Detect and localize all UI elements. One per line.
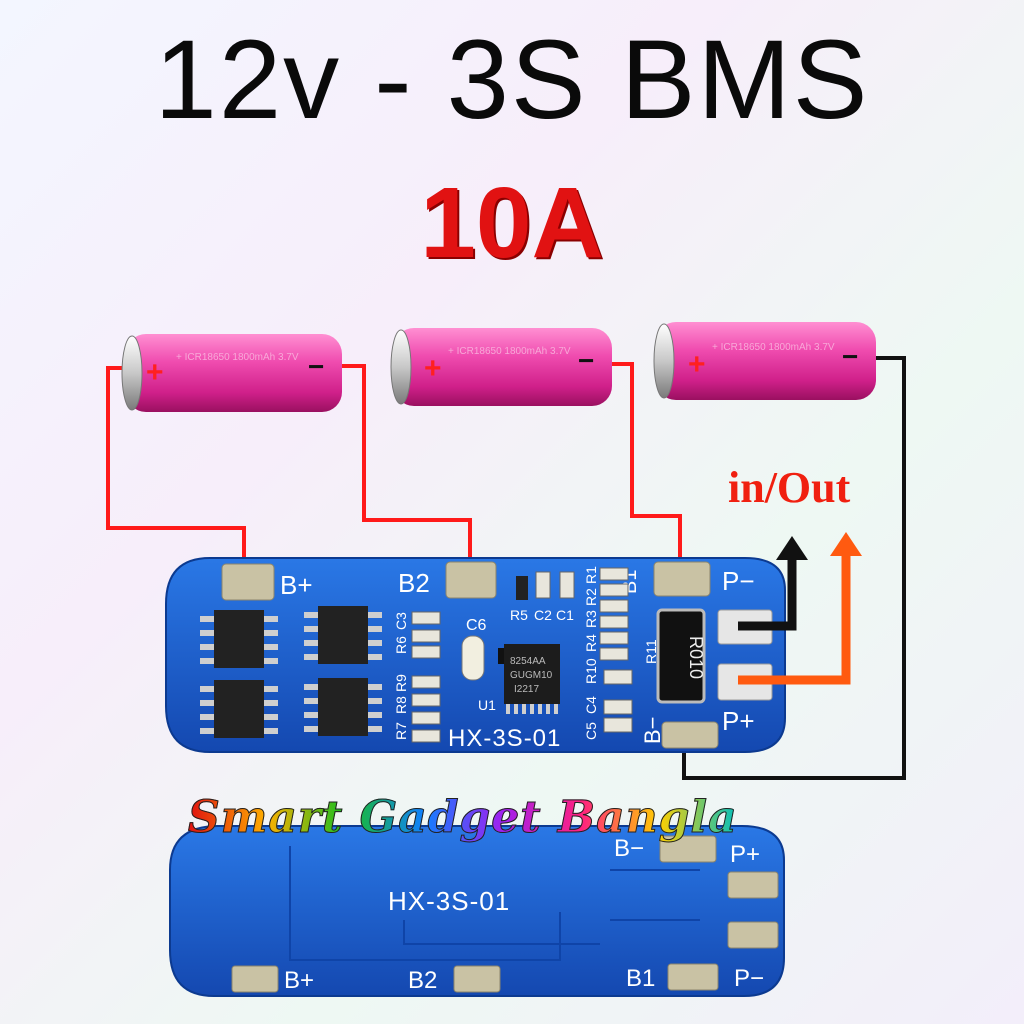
- back-pad-bminus: [659, 835, 717, 863]
- ref-r4: R4: [583, 634, 599, 652]
- wire-bplus: [106, 366, 246, 572]
- label-b2: B2: [398, 568, 430, 598]
- bms-board-back: HX-3S-01 B− P+ B+ B2 B1 P−: [169, 825, 785, 997]
- ref-u1: U1: [478, 697, 496, 713]
- board-model-label: HX-3S-01: [448, 725, 561, 752]
- label-bminus: B−: [640, 716, 665, 744]
- back-label-pplus: P+: [730, 841, 760, 868]
- component-r5: [516, 576, 528, 600]
- page-title: 12v - 3S BMS: [154, 17, 870, 142]
- wire-pminus-black: [738, 560, 797, 631]
- ref-r11: R11: [643, 639, 659, 664]
- pad-bminus: [661, 721, 719, 749]
- shunt-resistor-label: R010: [686, 636, 706, 679]
- ref-r2: R2: [583, 588, 599, 606]
- back-pad-b2: [453, 965, 501, 993]
- arrow-black-icon: [776, 536, 808, 560]
- cell-plus-label: +: [146, 356, 164, 389]
- controller-ic: [504, 644, 560, 704]
- pad-b2: [445, 561, 497, 599]
- ref-r9: R9: [393, 674, 409, 692]
- label-pminus: P−: [722, 566, 755, 596]
- mosfet-chips: [200, 606, 382, 738]
- ref-c4: C4: [583, 696, 599, 714]
- back-label-b2: B2: [408, 967, 437, 994]
- ref-r1: R1: [583, 566, 599, 584]
- back-label-b1: B1: [626, 965, 655, 992]
- cell-plus-label: +: [688, 348, 706, 381]
- chip-line-3: I2217: [514, 684, 539, 695]
- chip-line-1: 8254AA: [510, 656, 546, 667]
- chip-line-2: GUGM10: [510, 670, 553, 681]
- cell-2: + + ICR18650 1800mAh 3.7V −: [390, 328, 612, 406]
- cell-print-label: + ICR18650 1800mAh 3.7V: [712, 342, 835, 353]
- ref-c1: C1: [556, 607, 574, 623]
- bms-board-front: B+ B2 B1 P− P+ B− 8254AA GUGM10: [165, 557, 786, 753]
- wire-pplus-orange: [738, 556, 851, 685]
- ref-c6: C6: [466, 617, 487, 634]
- cell-print-label: + ICR18650 1800mAh 3.7V: [448, 346, 571, 357]
- cell-minus-label: −: [308, 351, 324, 382]
- cell-3: + + ICR18650 1800mAh 3.7V −: [653, 322, 876, 400]
- capacitor-c6: [461, 635, 485, 681]
- cell-plus-label: +: [424, 352, 442, 385]
- ref-c5: C5: [583, 722, 599, 740]
- ref-r7: R7: [393, 722, 409, 740]
- back-label-pminus: P−: [734, 965, 764, 992]
- back-label-bplus: B+: [284, 967, 314, 994]
- ref-c3: C3: [393, 612, 409, 630]
- pad-b1: [653, 561, 711, 597]
- label-pplus: P+: [722, 706, 755, 736]
- ref-r8: R8: [393, 696, 409, 714]
- cell-minus-label: −: [842, 341, 858, 372]
- wire-b2: [338, 364, 472, 568]
- in-out-label: in/Out: [728, 463, 851, 512]
- cell-1: + + ICR18650 1800mAh 3.7V −: [121, 334, 342, 412]
- shunt-resistor: [656, 608, 706, 704]
- ref-r6: R6: [393, 636, 409, 654]
- ref-r10: R10: [583, 658, 599, 684]
- arrow-orange-icon: [830, 532, 862, 556]
- ref-r3: R3: [583, 610, 599, 628]
- wire-bminus: [682, 356, 906, 780]
- back-board-model-label: HX-3S-01: [388, 886, 510, 916]
- back-pad-bplus: [231, 965, 279, 993]
- back-pad-pminus: [727, 921, 779, 949]
- cell-minus-label: −: [578, 345, 594, 376]
- back-pad-pplus: [727, 871, 779, 899]
- brand-watermark: Smart Gadget Bangla: [188, 792, 738, 844]
- label-bplus: B+: [280, 570, 313, 600]
- ref-c2: C2: [534, 607, 552, 623]
- back-label-bminus: B−: [614, 835, 644, 862]
- wire-b1: [608, 362, 682, 570]
- current-rating: 10A: [420, 167, 604, 279]
- ref-r5: R5: [510, 607, 528, 623]
- back-pad-b1: [667, 963, 719, 991]
- pad-bplus: [221, 563, 275, 601]
- cell-print-label: + ICR18650 1800mAh 3.7V: [176, 352, 299, 363]
